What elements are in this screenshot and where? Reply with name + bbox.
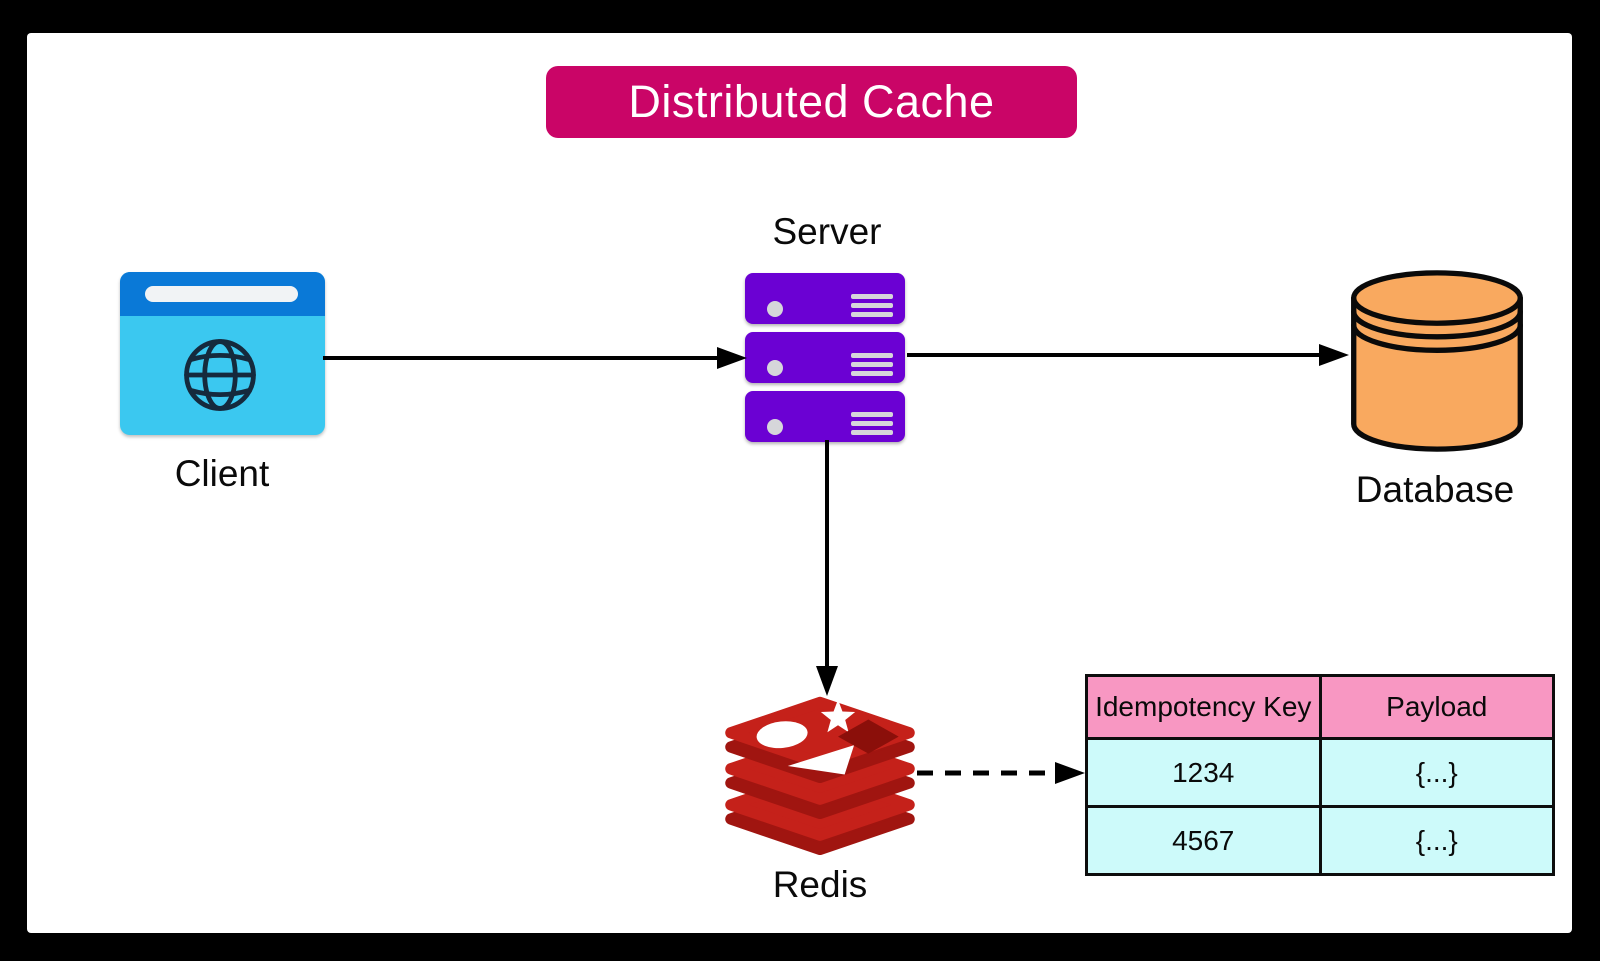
table-header-row: Idempotency Key Payload [1085, 674, 1555, 740]
client-label: Client [174, 453, 270, 494]
server-to-database-arrow [907, 344, 1349, 366]
diagram-title: Distributed Cache [546, 66, 1077, 138]
server-vents-icon [851, 412, 893, 439]
database-cylinder-icon [1351, 270, 1523, 452]
browser-titlebar [120, 272, 325, 316]
diagram-canvas: Distributed Cache Client Server [27, 33, 1572, 933]
table-cell-key: 4567 [1085, 805, 1322, 876]
client-browser-icon [120, 272, 325, 435]
redis-ellipse-icon [756, 721, 808, 749]
browser-address-bar [145, 286, 298, 302]
server-label: Server [772, 211, 882, 252]
table-cell-payload: {...} [1318, 805, 1555, 876]
table-header-payload: Payload [1318, 674, 1555, 740]
redis-label: Redis [772, 864, 868, 905]
database-label: Database [1355, 469, 1515, 510]
server-unit [745, 391, 905, 442]
server-led-icon [767, 419, 783, 435]
redis-star-icon [820, 699, 856, 733]
server-led-icon [767, 360, 783, 376]
server-stack-icon [745, 273, 905, 450]
server-vents-icon [851, 353, 893, 380]
server-unit [745, 332, 905, 383]
redis-to-table-arrow [917, 762, 1085, 784]
table-header-idempotency-key: Idempotency Key [1085, 674, 1322, 740]
table-row: 1234 {...} [1085, 737, 1555, 808]
redis-triangle-icon [787, 745, 855, 775]
server-vents-icon [851, 294, 893, 321]
table-row: 4567 {...} [1085, 805, 1555, 876]
globe-icon [184, 339, 256, 411]
table-cell-key: 1234 [1085, 737, 1322, 808]
server-led-icon [767, 301, 783, 317]
server-unit [745, 273, 905, 324]
server-to-redis-arrow [816, 440, 838, 696]
redis-stack-icon [725, 696, 915, 856]
idempotency-table: Idempotency Key Payload 1234 {...} 4567 … [1085, 674, 1555, 876]
client-to-server-arrow [323, 347, 747, 369]
table-cell-payload: {...} [1318, 737, 1555, 808]
